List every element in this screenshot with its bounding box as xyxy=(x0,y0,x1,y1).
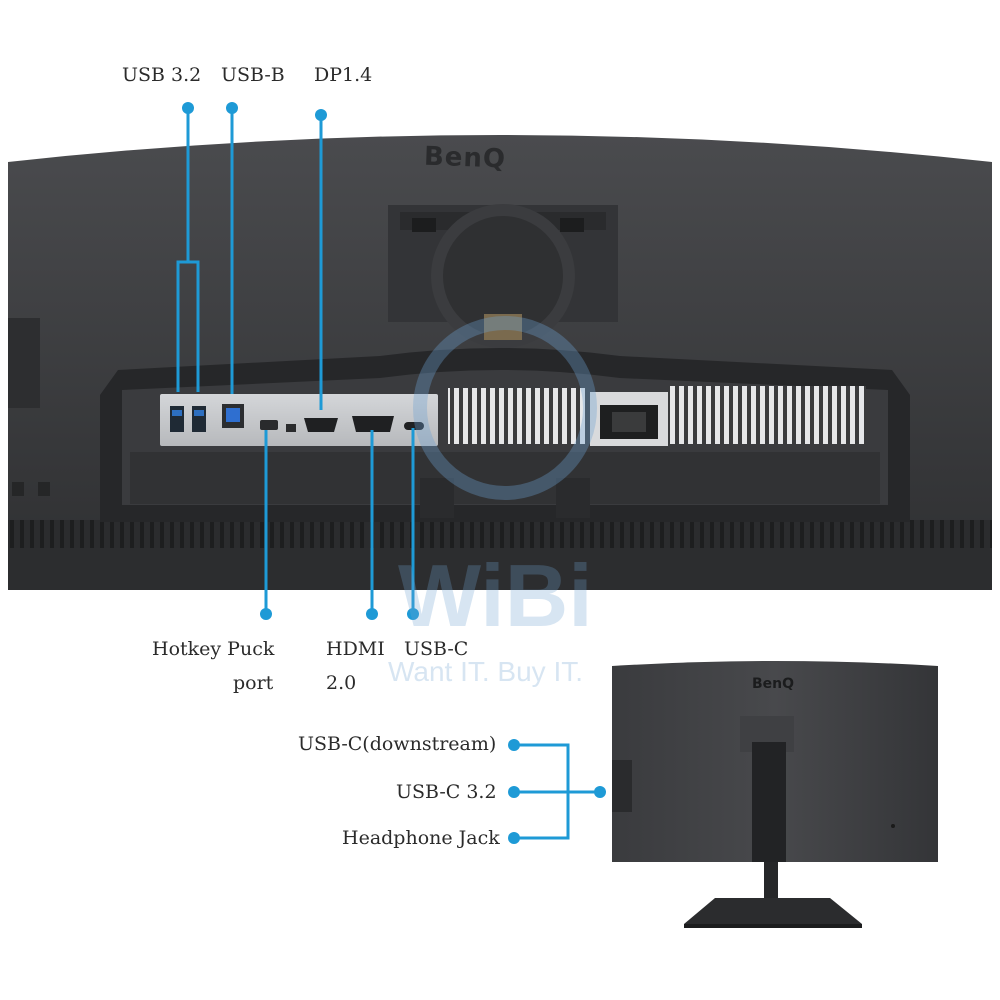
benq-logo-large: BenQ xyxy=(423,141,507,175)
side-module-dot xyxy=(594,786,606,798)
watermark-ring xyxy=(413,316,597,500)
usb32-dot xyxy=(182,102,194,114)
usb32-bracket xyxy=(176,260,200,392)
callout-dots xyxy=(182,102,606,844)
label-hotkey-line1: Hotkey Puck xyxy=(152,638,275,660)
usbc-port xyxy=(404,422,424,430)
label-hotkey-line2: port xyxy=(233,672,274,694)
small-monitor xyxy=(612,661,938,928)
hotkey-port xyxy=(260,420,278,430)
dp-dot xyxy=(315,109,327,121)
usbc-dot xyxy=(407,608,419,620)
label-usbc32: USB-C 3.2 xyxy=(396,781,497,803)
label-usbc-downstream: USB-C(downstream) xyxy=(298,733,497,755)
headphone-dot xyxy=(508,832,520,844)
label-hdmi-line1: HDMI xyxy=(326,638,385,660)
hdmi-dot xyxy=(366,608,378,620)
usb32-port-1 xyxy=(170,406,184,432)
label-hdmi-line2: 2.0 xyxy=(326,672,357,694)
usbb-dot xyxy=(226,102,238,114)
usb32-port-2 xyxy=(192,406,206,432)
usbc-downstream-dot xyxy=(508,739,520,751)
usbc32-dot xyxy=(508,786,520,798)
watermark-title: WiBi xyxy=(398,546,593,645)
watermark-tagline: Want IT. Buy IT. xyxy=(388,656,584,687)
label-usbb: USB-B xyxy=(221,64,285,86)
label-usbc: USB-C xyxy=(404,638,469,660)
label-dp: DP1.4 xyxy=(314,64,373,86)
hotkey-dot xyxy=(260,608,272,620)
callout-lines xyxy=(176,108,600,840)
label-usb32: USB 3.2 xyxy=(122,64,202,86)
hdmi-port xyxy=(352,416,394,432)
large-monitor-back xyxy=(8,135,992,590)
dp-port xyxy=(304,418,338,432)
benq-logo-small: BenQ xyxy=(752,676,795,692)
label-headphone: Headphone Jack xyxy=(342,827,500,849)
side-port-module xyxy=(612,760,632,812)
